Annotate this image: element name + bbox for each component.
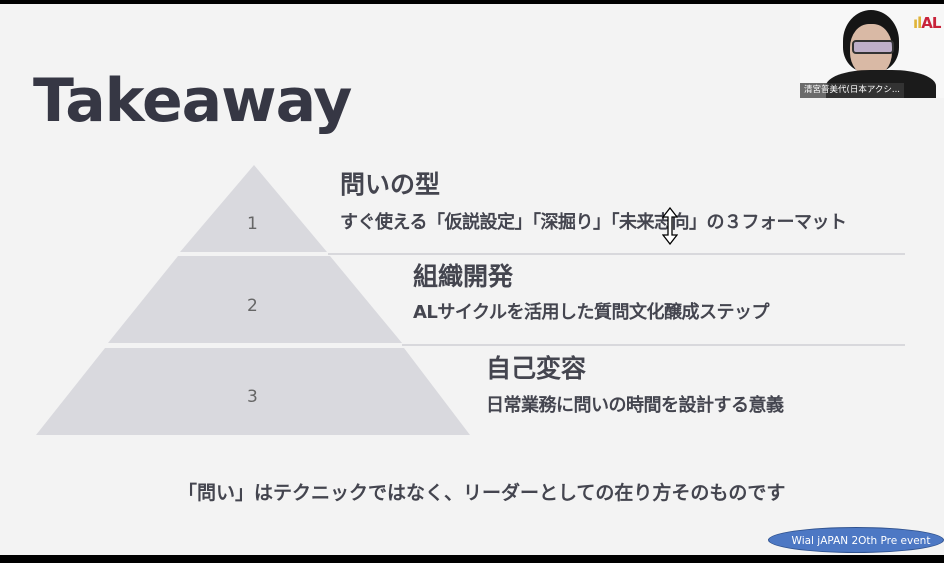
participant-name: 清宮普美代(日本アクシ... (800, 83, 904, 98)
tier-1-heading: 問いの型 (340, 170, 441, 199)
wial-logo: ılAL (913, 14, 941, 32)
tier-1-number: 1 (247, 214, 258, 234)
pyramid-tier-3 (36, 348, 470, 435)
tier-2-heading: 組織開発 (413, 262, 514, 291)
pyramid-tier-1 (180, 165, 327, 252)
slide-footer-message: 「問い」はテクニックではなく、リーダーとしての在り方そのものです (178, 482, 786, 504)
tier-3-heading: 自己変容 (486, 354, 587, 383)
pyramid-tier-2 (108, 256, 402, 343)
resize-cursor-icon (662, 207, 678, 245)
tier-3-number: 3 (247, 387, 258, 407)
bottom-bar (0, 555, 944, 563)
tier-1-description: すぐ使える「仮説設定」「深掘り」「未来志向」の３フォーマット (340, 212, 847, 233)
slide-title: Takeaway (33, 66, 352, 136)
event-badge: Wial jAPAN 2Oth Pre event (768, 527, 944, 553)
participant-video[interactable]: ılAL 清宮普美代(日本アクシ... (800, 4, 944, 98)
participant-face (850, 24, 892, 76)
tier-3-description: 日常業務に問いの時間を設計する意義 (486, 395, 784, 416)
tier-2-description: ALサイクルを活用した質問文化醸成ステップ (413, 302, 770, 323)
top-bar (0, 0, 944, 4)
tier-2-number: 2 (247, 296, 258, 316)
glasses-icon (852, 40, 894, 54)
